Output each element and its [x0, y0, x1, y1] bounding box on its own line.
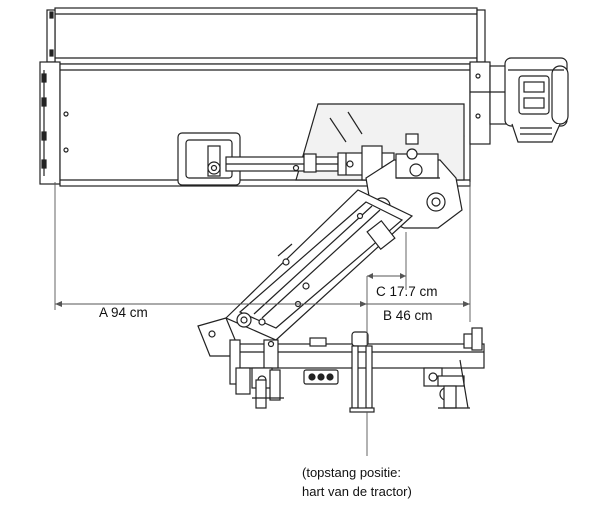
lower-frame	[197, 317, 485, 385]
dimension-a-label: A 94 cm	[99, 305, 148, 320]
lower-clamps	[235, 345, 470, 413]
roller-housing	[46, 7, 486, 65]
note-line-2: hart van de tractor)	[302, 484, 412, 499]
gearbox	[469, 57, 569, 145]
note-line-1: (topstang positie:	[302, 465, 402, 480]
diagonal-arm	[224, 189, 414, 341]
dimension-c-label: C 17.7 cm	[376, 284, 438, 299]
dimension-b-label: B 46 cm	[383, 308, 433, 323]
dimension-lines	[54, 182, 471, 456]
